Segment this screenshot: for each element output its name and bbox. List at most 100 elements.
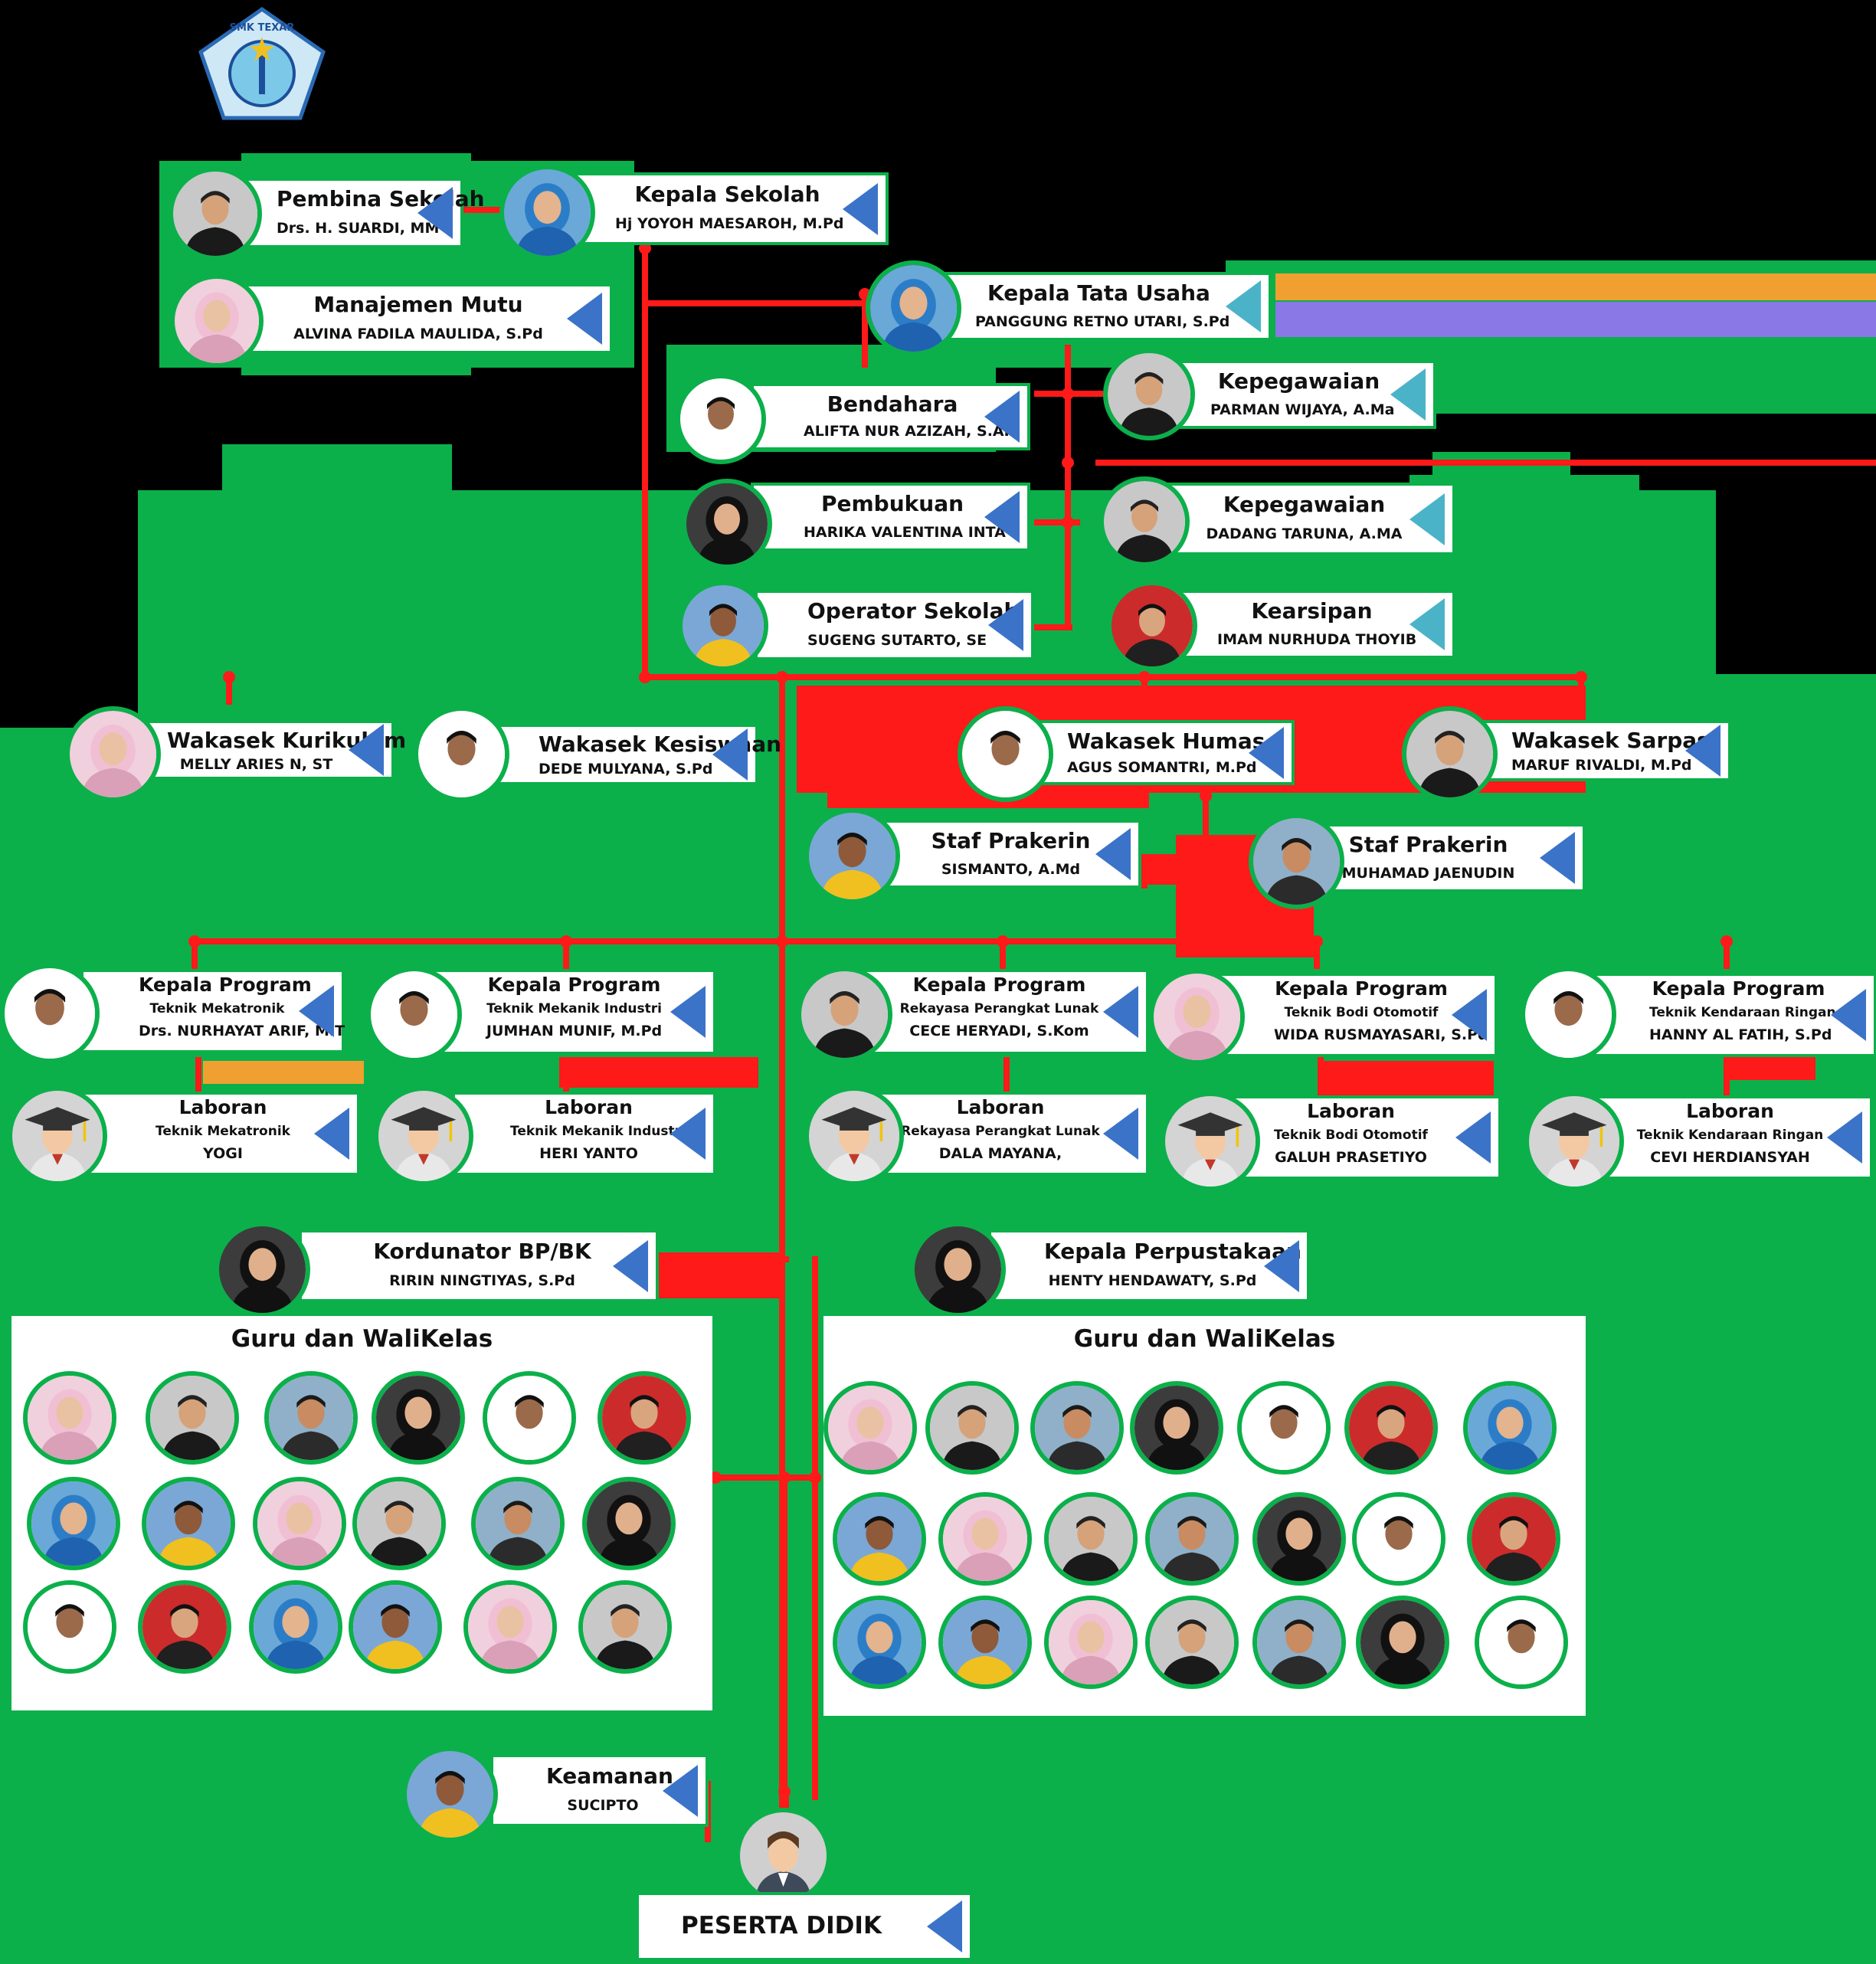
pointer-arrow-icon (1103, 1108, 1138, 1160)
connector-line (779, 674, 785, 1823)
avatar-operator (678, 581, 768, 671)
card-person-name: Drs. H. SUARDI, MM (277, 220, 440, 237)
avatar-kesiswaan (414, 706, 509, 802)
card-department: Teknik Bodi Otomotif (1274, 1128, 1428, 1143)
school-logo: SMK TEXAR (198, 6, 326, 121)
purple-band (1275, 302, 1876, 337)
teacher-photo (27, 1477, 120, 1570)
connector-line (1065, 506, 1071, 628)
card-person-name: Drs. NURHAYAT ARIF, M.T (139, 1023, 345, 1039)
card-title: Laboran (1686, 1100, 1774, 1122)
pointer-arrow-icon (1540, 832, 1575, 884)
card-peserta-didik[interactable]: PESERTA DIDIK (636, 1892, 973, 1961)
teacher-photo (372, 1371, 465, 1465)
card-person-name: Hj YOYOH MAESAROH, M.Pd (615, 215, 844, 232)
teacher-photo (1252, 1492, 1346, 1586)
avatar-kp3 (797, 967, 892, 1062)
teacher-photo (833, 1596, 926, 1689)
teacher-photo (1237, 1381, 1331, 1475)
card-person-name: DEDE MULYANA, S.Pd (539, 761, 713, 777)
orange-bar (203, 1061, 364, 1084)
avatar-lab1 (8, 1086, 107, 1186)
card-person-name: MELLY ARIES N, ST (179, 756, 333, 773)
connector-dot (778, 1786, 791, 1798)
pointer-arrow-icon (927, 1900, 962, 1953)
card-person-name: CECE HERYADI, S.Kom (909, 1023, 1089, 1039)
connector-dot (1062, 457, 1074, 469)
avatar-lab4 (1161, 1092, 1260, 1191)
card-title: Kepala Perpustakaan (1044, 1239, 1301, 1264)
pointer-arrow-icon (613, 1239, 648, 1292)
card-department: Teknik Kendaraan Ringan (1649, 1005, 1836, 1020)
connector-line (862, 291, 868, 368)
avatar-kepsek (499, 165, 595, 260)
card-title: Staf Prakerin (931, 828, 1091, 853)
avatar-pembina (169, 167, 262, 260)
card-person-name: MUHAMAD JAENUDIN (1341, 865, 1515, 882)
pointer-arrow-icon (1264, 1239, 1299, 1292)
connector-line (195, 1057, 201, 1095)
card-person-name: ALIFTA NUR AZIZAH, S.AK (804, 423, 1016, 440)
teacher-photo (1145, 1596, 1239, 1689)
avatar-pembukuan (682, 479, 772, 569)
teacher-photo (1252, 1596, 1346, 1689)
card-person-name: AGUS SOMANTRI, M.Pd (1067, 759, 1257, 776)
pointer-arrow-icon (843, 182, 878, 235)
pointer-arrow-icon (670, 986, 706, 1038)
teacher-photo (471, 1477, 565, 1570)
pointer-arrow-icon (1409, 493, 1445, 545)
pointer-arrow-icon (314, 1108, 349, 1160)
teacher-photo (1130, 1381, 1223, 1475)
pointer-arrow-icon (1685, 725, 1720, 777)
card-person-name: IMAM NURHUDA THOYIB (1217, 631, 1417, 648)
connector-line (642, 245, 648, 674)
pointer-arrow-icon (1390, 368, 1426, 421)
orange-band (1275, 273, 1876, 300)
connector-dot (776, 671, 788, 683)
card-title: Kepala Tata Usaha (987, 280, 1210, 306)
connector-line (1095, 460, 1876, 466)
teacher-photo (23, 1371, 116, 1465)
panel-title: Guru dan WaliKelas (1073, 1325, 1336, 1353)
avatar-kp2 (366, 967, 462, 1062)
card-department: Teknik Mekanik Industri (486, 1001, 662, 1016)
connector-dot (1146, 686, 1158, 699)
avatar-kp1 (0, 964, 100, 1063)
connector-dot (188, 935, 201, 948)
avatar-kepeg1 (1103, 349, 1195, 440)
connector-dot (223, 671, 235, 683)
connector-dot (1720, 935, 1733, 948)
teacher-photo (352, 1477, 446, 1570)
teacher-photo (138, 1580, 231, 1674)
pointer-arrow-icon (663, 1764, 698, 1817)
connector-line (642, 674, 1584, 680)
connector-line (1724, 938, 1730, 969)
